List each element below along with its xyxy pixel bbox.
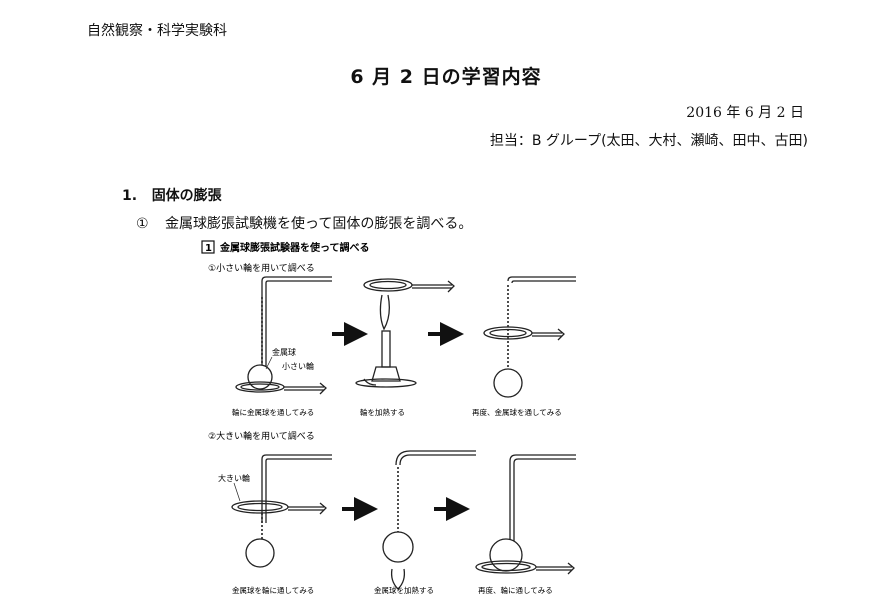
- part2-step2-drawing: [382, 450, 476, 590]
- part2-step3-drawing: [475, 454, 576, 575]
- metal-ball: [489, 538, 523, 572]
- page-title: 6 月 2 日の学習内容: [350, 66, 542, 88]
- section-heading: 1. 固体の膨張: [122, 185, 222, 205]
- part1-title: ①小さい輪を用いて調べる: [208, 262, 315, 274]
- figure-number: 1: [205, 243, 212, 254]
- part2-caption-3: 再度、輪に通してみる: [478, 585, 553, 595]
- item-text: 金属球膨張試験機を使って固体の膨張を調べる。: [165, 216, 473, 232]
- part2-caption-1: 金属球を輪に通してみる: [232, 585, 314, 595]
- metal-ball: [245, 538, 275, 568]
- metal-ball: [382, 531, 414, 563]
- item-number: ①: [136, 216, 149, 232]
- metal-ball: [493, 368, 523, 398]
- label-metal-ball: 金属球: [272, 347, 296, 357]
- metal-ball: [247, 364, 273, 390]
- metal-ball-expansion-figure: 1 金属球膨張試験器を使って調べる ①小さい輪を用いて調べる 金属球 小さい輪 …: [201, 240, 576, 595]
- figure-number-box: [201, 240, 215, 254]
- part1-step1-drawing: [235, 276, 332, 395]
- label-small-ring: 小さい輪: [282, 361, 314, 371]
- label-large-ring: 大きい輪: [218, 473, 250, 483]
- part1-step2-drawing: [355, 278, 455, 388]
- part1-caption-1: 輪に金属球を通してみる: [232, 407, 314, 417]
- figure-heading: 金属球膨張試験器を使って調べる: [219, 241, 370, 254]
- section-title: 固体の膨張: [151, 188, 222, 204]
- part2-step1-drawing: [231, 454, 332, 568]
- part2-title: ②大きい輪を用いて調べる: [208, 430, 315, 442]
- section-number: 1.: [122, 188, 138, 204]
- list-item: ① 金属球膨張試験機を使って固体の膨張を調べる。: [136, 213, 472, 233]
- part1-caption-3: 再度、金属球を通してみる: [472, 407, 562, 417]
- author-line: 担当：B グループ(太田、大村、瀬崎、田中、古田): [489, 133, 808, 149]
- part1-step3-drawing: [483, 276, 576, 398]
- part1-caption-2: 輪を加熱する: [360, 407, 405, 417]
- part2-caption-2: 金属球を加熱する: [374, 585, 434, 595]
- document-date: 2016 年 6 月 2 日: [686, 105, 804, 121]
- large-ring: [231, 500, 289, 514]
- subject-label: 自然観察・科学実験科: [87, 23, 227, 39]
